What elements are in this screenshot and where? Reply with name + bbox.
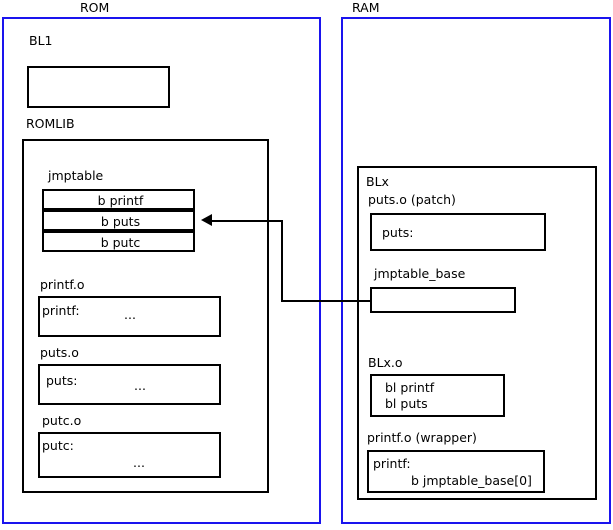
- connector-segment-horizontal-lower: [281, 300, 371, 302]
- puts-o-ellipsis: ...: [134, 378, 146, 393]
- rom-region: [2, 17, 321, 524]
- printf-o-symbol: printf:: [42, 303, 80, 318]
- puts-o-label: puts.o: [40, 345, 79, 360]
- connector-segment-vertical: [281, 220, 283, 302]
- printf-wrapper-branch: b jmptable_base[0]: [411, 473, 532, 488]
- jmptable-entry-label: b putc: [100, 235, 141, 250]
- jmptable-entry-b-putc: b putc: [42, 231, 195, 252]
- jmptable-base-label: jmptable_base: [374, 266, 466, 281]
- jmptable-base-box: [370, 287, 516, 313]
- bl1-label: BL1: [29, 33, 53, 48]
- puts-patch-label: puts.o (patch): [368, 192, 456, 207]
- blx-label: BLx: [366, 174, 389, 189]
- printf-wrapper-label: printf.o (wrapper): [367, 430, 477, 445]
- putc-o-label: putc.o: [42, 413, 82, 428]
- printf-o-label: printf.o: [40, 277, 85, 292]
- blx-o-line-2: bl puts: [385, 396, 428, 411]
- ram-region: [341, 17, 611, 524]
- printf-o-ellipsis: ...: [124, 307, 136, 322]
- puts-o-symbol: puts:: [46, 373, 78, 388]
- jmptable-entry-label: b puts: [100, 214, 141, 229]
- puts-o-box: puts: ...: [38, 364, 221, 405]
- putc-o-box: putc: ...: [38, 432, 221, 478]
- ram-region-label: RAM: [352, 0, 380, 15]
- puts-patch-box: puts:: [370, 213, 546, 251]
- jmptable-label: jmptable: [48, 168, 104, 183]
- blx-o-line-1: bl printf: [385, 380, 435, 395]
- connector-segment-horizontal-upper: [212, 220, 283, 222]
- blx-o-label: BLx.o: [368, 355, 403, 370]
- jmptable-entry-b-printf: b printf: [42, 189, 195, 210]
- putc-o-ellipsis: ...: [133, 455, 145, 470]
- printf-wrapper-symbol: printf:: [373, 456, 411, 471]
- connector-arrowhead-icon: [201, 214, 212, 226]
- blx-o-box: bl printf bl puts: [370, 374, 505, 417]
- putc-o-symbol: putc:: [42, 438, 74, 453]
- printf-o-box: printf: ...: [38, 296, 221, 337]
- printf-wrapper-box: printf: b jmptable_base[0]: [367, 450, 545, 493]
- jmptable-entry-label: b printf: [97, 193, 144, 208]
- romlib-label: ROMLIB: [26, 116, 75, 131]
- rom-region-label: ROM: [80, 0, 110, 15]
- bl1-box: [27, 66, 170, 108]
- puts-patch-symbol: puts:: [382, 225, 414, 240]
- jmptable-entry-b-puts: b puts: [42, 210, 195, 231]
